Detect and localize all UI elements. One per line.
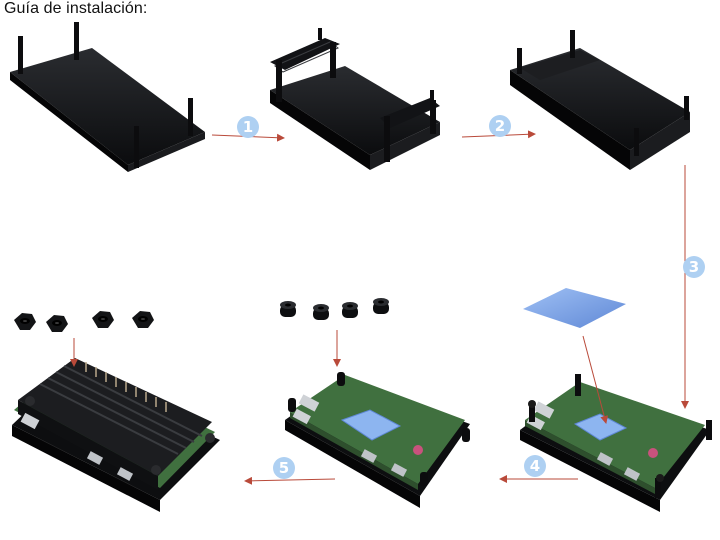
acrylic-frame-icon [270, 28, 440, 170]
acrylic-case-assembled-icon [510, 30, 690, 170]
hex-nut-icon [14, 311, 154, 332]
standoff-spacer-icon [280, 298, 389, 320]
acrylic-base-plate-icon [10, 22, 205, 172]
raspberry-pi-zero-board-icon [520, 374, 712, 512]
arrow-pad-down [582, 335, 609, 424]
page-title: Guía de instalación: [4, 0, 148, 17]
step-3-badge: 3 [683, 256, 705, 278]
step-4-badge: 4 [524, 455, 546, 477]
raspberry-pi-board-mounted-icon [285, 372, 470, 508]
thermal-pad-icon [523, 288, 626, 328]
aluminum-heatsink-icon [12, 358, 220, 512]
step-5-badge: 5 [273, 457, 295, 479]
step-1-badge: 1 [237, 116, 259, 138]
arrow-step-5 [244, 476, 336, 485]
step-2-badge: 2 [489, 115, 511, 137]
